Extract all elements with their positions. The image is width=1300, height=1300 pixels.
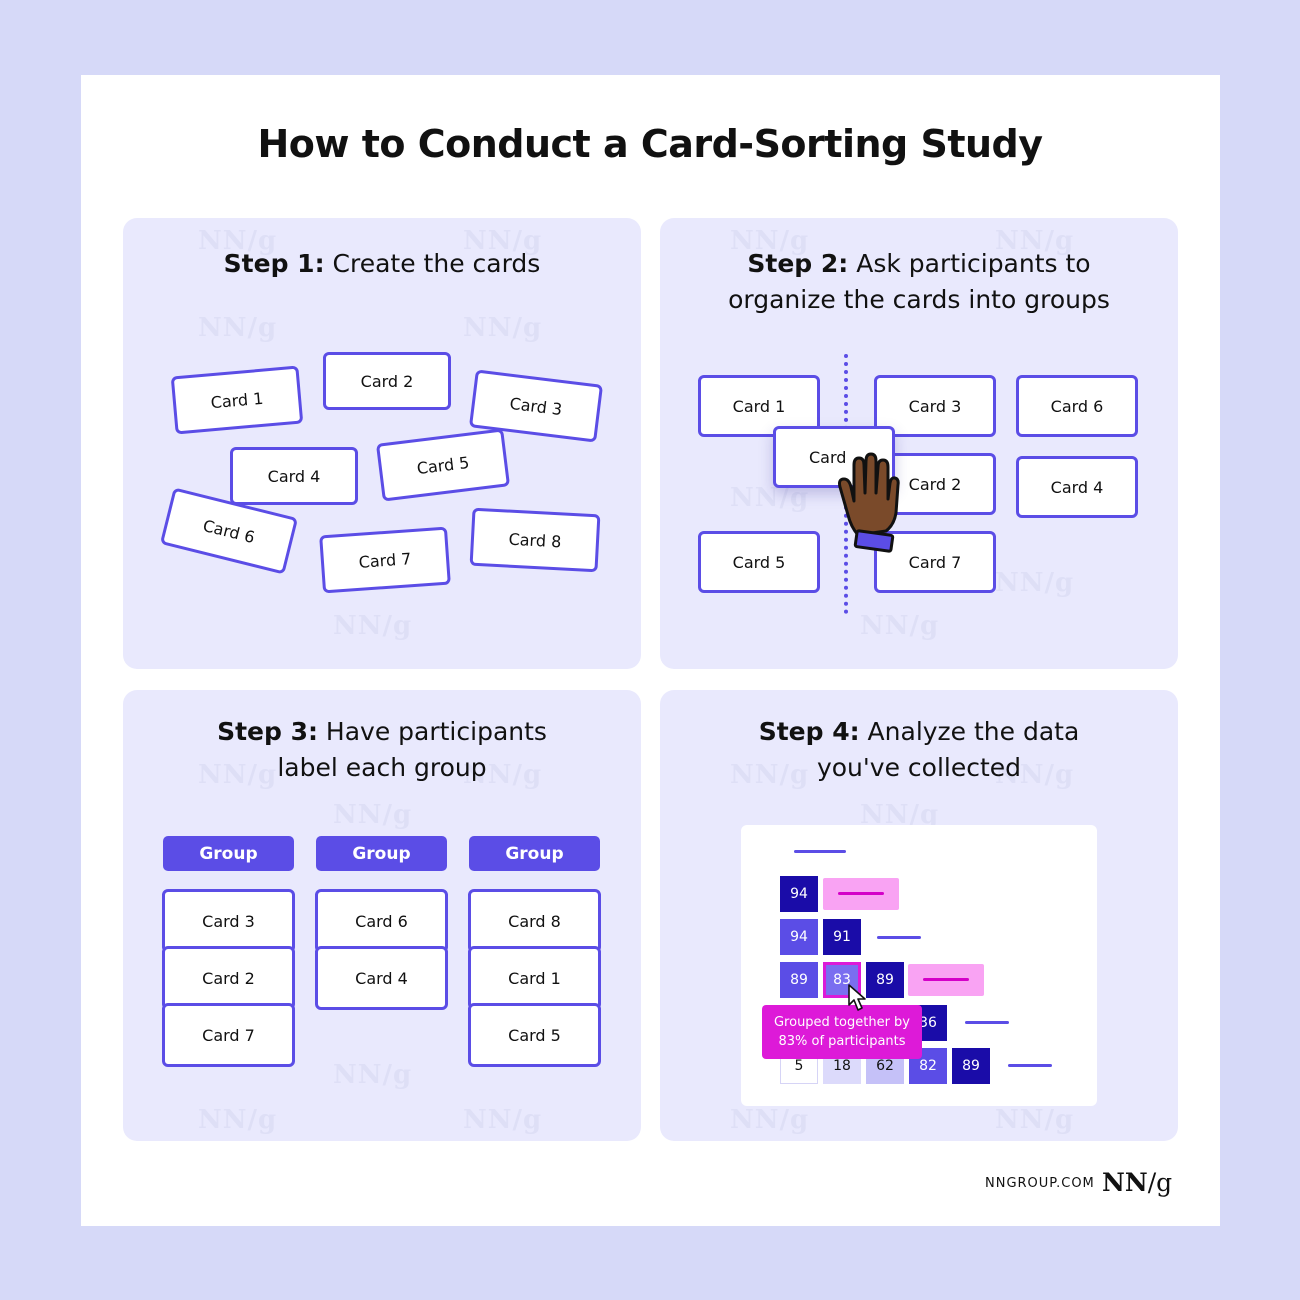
step1-label: Step 1: — [223, 249, 325, 278]
row-label-line — [965, 1021, 1009, 1024]
group-3-header[interactable]: Group — [469, 836, 600, 871]
group-1-card[interactable]: Card 7 — [162, 1003, 295, 1067]
logo-nn: NN — [1102, 1168, 1148, 1197]
card-5[interactable]: Card 5 — [698, 531, 820, 593]
watermark: NN/g — [995, 1105, 1075, 1135]
card-4[interactable]: Card 4 — [230, 447, 358, 505]
step1-panel: NN/g NN/g NN/g NN/g NN/g Step 1: Create … — [123, 218, 641, 669]
group-3-card[interactable]: Card 8 — [468, 889, 601, 953]
tooltip-line1: Grouped together by — [773, 1015, 911, 1030]
watermark: NN/g — [995, 568, 1075, 598]
watermark: NN/g — [333, 800, 413, 830]
step4-text-line1: Analyze the data — [867, 717, 1080, 746]
matrix-cell[interactable]: 91 — [823, 919, 861, 955]
group-2-card[interactable]: Card 6 — [315, 889, 448, 953]
watermark: NN/g — [730, 1105, 810, 1135]
row-label-line — [794, 850, 846, 853]
logo-g: /g — [1147, 1168, 1173, 1197]
step4-title: Step 4: Analyze the data you've collecte… — [660, 714, 1178, 786]
matrix-cell[interactable]: 89 — [780, 962, 818, 998]
watermark: NN/g — [463, 760, 543, 790]
watermark: NN/g — [860, 611, 940, 641]
watermark: NN/g — [333, 611, 413, 641]
card-7[interactable]: Card 7 — [874, 531, 996, 593]
card-5[interactable]: Card 5 — [375, 428, 511, 502]
watermark: NN/g — [995, 226, 1075, 256]
step2-panel: NN/g NN/g NN/g NN/g NN/g Step 2: Ask par… — [660, 218, 1178, 669]
watermark: NN/g — [730, 483, 810, 513]
group-1-card[interactable]: Card 2 — [162, 946, 295, 1010]
tooltip-line2: 83% of participants — [778, 1034, 906, 1049]
watermark: NN/g — [198, 1105, 278, 1135]
watermark: NN/g — [333, 1060, 413, 1090]
page-title: How to Conduct a Card-Sorting Study — [257, 122, 1043, 166]
row-label-highlight — [823, 878, 899, 910]
step2-text-line2: organize the cards into groups — [728, 285, 1110, 314]
matrix-cell[interactable]: 89 — [866, 962, 904, 998]
step2-title: Step 2: Ask participants to organize the… — [660, 246, 1178, 318]
card-8[interactable]: Card 8 — [469, 507, 601, 573]
matrix-cell[interactable]: 94 — [780, 919, 818, 955]
step3-label: Step 3: — [217, 717, 318, 746]
nng-logo: NN/g — [1102, 1168, 1172, 1197]
card-2[interactable]: Card 2 — [323, 352, 451, 410]
watermark: NN/g — [463, 313, 543, 343]
card-3[interactable]: Card 3 — [874, 375, 996, 437]
row-label-line — [877, 936, 921, 939]
matrix-cell[interactable]: 89 — [952, 1048, 990, 1084]
step1-title: Step 1: Create the cards — [123, 246, 641, 282]
row-label-line — [1008, 1064, 1052, 1067]
step1-text: Create the cards — [332, 249, 541, 278]
matrix-cell[interactable]: 94 — [780, 876, 818, 912]
watermark: NN/g — [198, 313, 278, 343]
similarity-matrix: 94 94 91 89 83 89 36 5 18 62 82 89 — [741, 825, 1097, 1106]
step3-panel: NN/g NN/g NN/g NN/g NN/g NN/g Step 3: Ha… — [123, 690, 641, 1141]
step4-label: Step 4: — [758, 717, 860, 746]
watermark: NN/g — [730, 226, 810, 256]
tooltip: Grouped together by 83% of participants — [762, 1005, 922, 1059]
hand-drag-icon — [838, 452, 900, 553]
group-2-card[interactable]: Card 4 — [315, 946, 448, 1010]
watermark: NN/g — [730, 760, 810, 790]
card-7[interactable]: Card 7 — [319, 526, 451, 594]
watermark: NN/g — [463, 1105, 543, 1135]
step3-text-line2: label each group — [277, 753, 487, 782]
dragged-card-label: Card — [809, 447, 847, 467]
group-3-card[interactable]: Card 5 — [468, 1003, 601, 1067]
footer-site[interactable]: NNGROUP.COM — [985, 1176, 1095, 1191]
step3-title: Step 3: Have participants label each gro… — [123, 714, 641, 786]
watermark: NN/g — [463, 226, 543, 256]
group-2-header[interactable]: Group — [316, 836, 447, 871]
card-6[interactable]: Card 6 — [1016, 375, 1138, 437]
step4-text-line2: you've collected — [816, 753, 1022, 782]
group-3-card[interactable]: Card 1 — [468, 946, 601, 1010]
group-1-header[interactable]: Group — [163, 836, 294, 871]
step2-text-line1: Ask participants to — [856, 249, 1091, 278]
watermark: NN/g — [995, 760, 1075, 790]
row-label-highlight — [908, 964, 984, 996]
step4-panel: NN/g NN/g NN/g NN/g NN/g Step 4: Analyze… — [660, 690, 1178, 1141]
pointer-cursor-icon — [848, 984, 866, 1011]
group-1-card[interactable]: Card 3 — [162, 889, 295, 953]
step2-label: Step 2: — [747, 249, 849, 278]
card-1[interactable]: Card 1 — [170, 365, 304, 435]
step3-text-line1: Have participants — [325, 717, 547, 746]
watermark: NN/g — [198, 226, 278, 256]
card-4[interactable]: Card 4 — [1016, 456, 1138, 518]
watermark: NN/g — [198, 760, 278, 790]
